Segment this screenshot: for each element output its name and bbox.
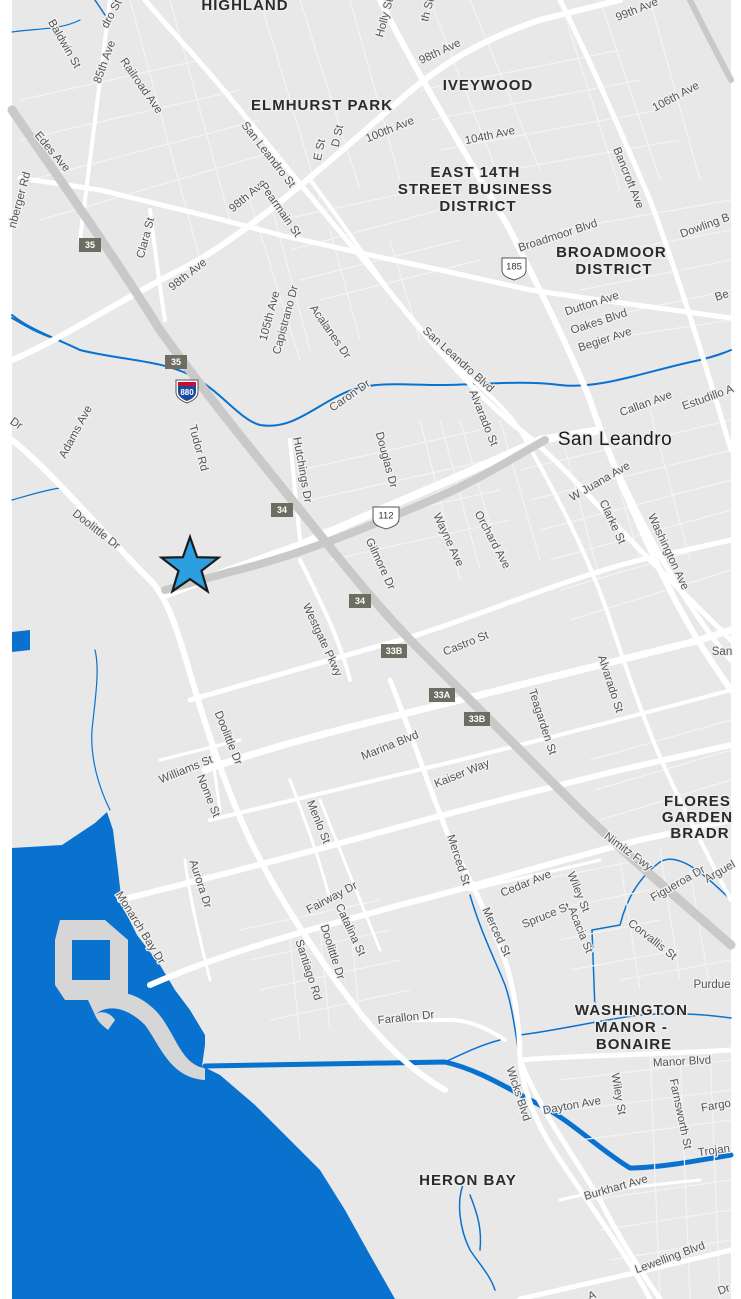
area-label-elmhurst-park: ELMHURST PARK: [251, 97, 393, 114]
road-burkhart: [558, 1178, 702, 1202]
area-label-broadmoor: BROADMOOR DISTRICT: [556, 244, 672, 278]
road-edes-ave: [17, 175, 734, 321]
road-manor: [517, 1047, 734, 1063]
location-marker[interactable]: [158, 533, 222, 594]
road-castro: [187, 537, 734, 703]
svg-text:185: 185: [506, 262, 522, 273]
marina-pier: [55, 920, 128, 1000]
exit-badge-34-b: 34: [355, 596, 365, 606]
star-icon[interactable]: [158, 533, 222, 594]
road-menlo: [288, 778, 332, 902]
interstate-880: [7, 105, 736, 950]
exit-badge-35-b: 35: [171, 357, 181, 367]
road-washington-ave: [597, 427, 734, 663]
road-hutchings: [288, 438, 302, 542]
area-label-heron-bay: HERON BAY: [419, 1172, 517, 1189]
creek-heron-2: [469, 1194, 482, 1251]
exit-badge-34-a: 34: [277, 505, 287, 515]
road-aurora: [183, 858, 212, 982]
street-label: Manor Blvd: [653, 1055, 712, 1070]
street-label: San: [712, 646, 732, 658]
creek-corvallis-2: [591, 929, 596, 1011]
highway-112: [161, 436, 549, 594]
area-label-washington-manor: WASHINGTON MANOR - BONAIRE: [575, 1002, 693, 1053]
creek-thin-2: [11, 487, 61, 501]
marina-breakwater-2: [95, 1012, 115, 1030]
creek-heron: [458, 1179, 496, 1291]
exit-badges: 35 35 34 34 33B 33A 33B: [79, 238, 490, 726]
road-98th-ave-north: [9, 0, 623, 363]
exit-badge-35-a: 35: [85, 240, 95, 250]
area-label-highland: HIGHLAND: [201, 0, 288, 14]
road-westgate: [298, 558, 352, 682]
area-label-flores: FLORES GARDEN BRADR: [662, 793, 738, 842]
area-label-east-14th: EAST 14TH STREET BUSINESS DISTRICT: [398, 164, 558, 215]
interstate-880-north: [687, 0, 734, 83]
road-catalina: [318, 798, 382, 952]
road-farallon: [378, 1018, 507, 1042]
exit-badge-33b-a: 33B: [386, 646, 403, 656]
area-label-iveywood: IVEYWOOD: [443, 77, 534, 94]
route-shield-112: 112: [372, 506, 400, 530]
creek-corvallis: [591, 858, 732, 931]
street-label: Dr: [716, 1282, 732, 1297]
svg-text:880: 880: [180, 388, 194, 397]
creek-marina: [444, 1039, 501, 1063]
creek-wicks: [469, 894, 521, 1061]
interstate-shield-880: 880: [175, 379, 199, 404]
street-label: A: [586, 1289, 598, 1299]
residential-streets: [19, 0, 732, 1299]
creek-north: [11, 314, 732, 427]
road-bancroft: [557, 0, 734, 453]
creek-top-right: [94, 0, 106, 16]
svg-text:112: 112: [378, 511, 393, 522]
san-lorenzo-creek: [202, 1059, 734, 1171]
road-williams: [158, 738, 242, 762]
shoreline-water-small: [12, 630, 30, 652]
road-monarch-bay: [147, 817, 734, 988]
city-label-san-leandro: San Leandro: [558, 429, 672, 450]
street-label: Be: [713, 288, 730, 304]
route-shield-185: 185: [501, 257, 527, 281]
road-san-leandro-blvd: [308, 178, 522, 432]
road-alvarado: [518, 428, 733, 902]
exit-badge-33b-b: 33B: [469, 714, 486, 724]
marina-breakwater: [88, 991, 205, 1080]
road-lewelling: [517, 1247, 734, 1299]
road-marina-blvd: [201, 626, 735, 774]
street-label: Trojan: [697, 1143, 731, 1159]
road-nome: [208, 738, 222, 812]
small-islet: [300, 1210, 335, 1222]
road-clara-st: [148, 208, 167, 322]
creek-east: [519, 1013, 732, 1036]
road-merced: [387, 677, 653, 1299]
road-kaiser: [208, 688, 733, 822]
creek-thin-1: [11, 19, 81, 33]
exit-badge-33a: 33A: [434, 690, 451, 700]
road-cedar: [468, 858, 602, 892]
road-east-14th: [377, 0, 734, 693]
street-label: Purdue: [693, 979, 730, 991]
creek-thin-3: [91, 649, 111, 811]
